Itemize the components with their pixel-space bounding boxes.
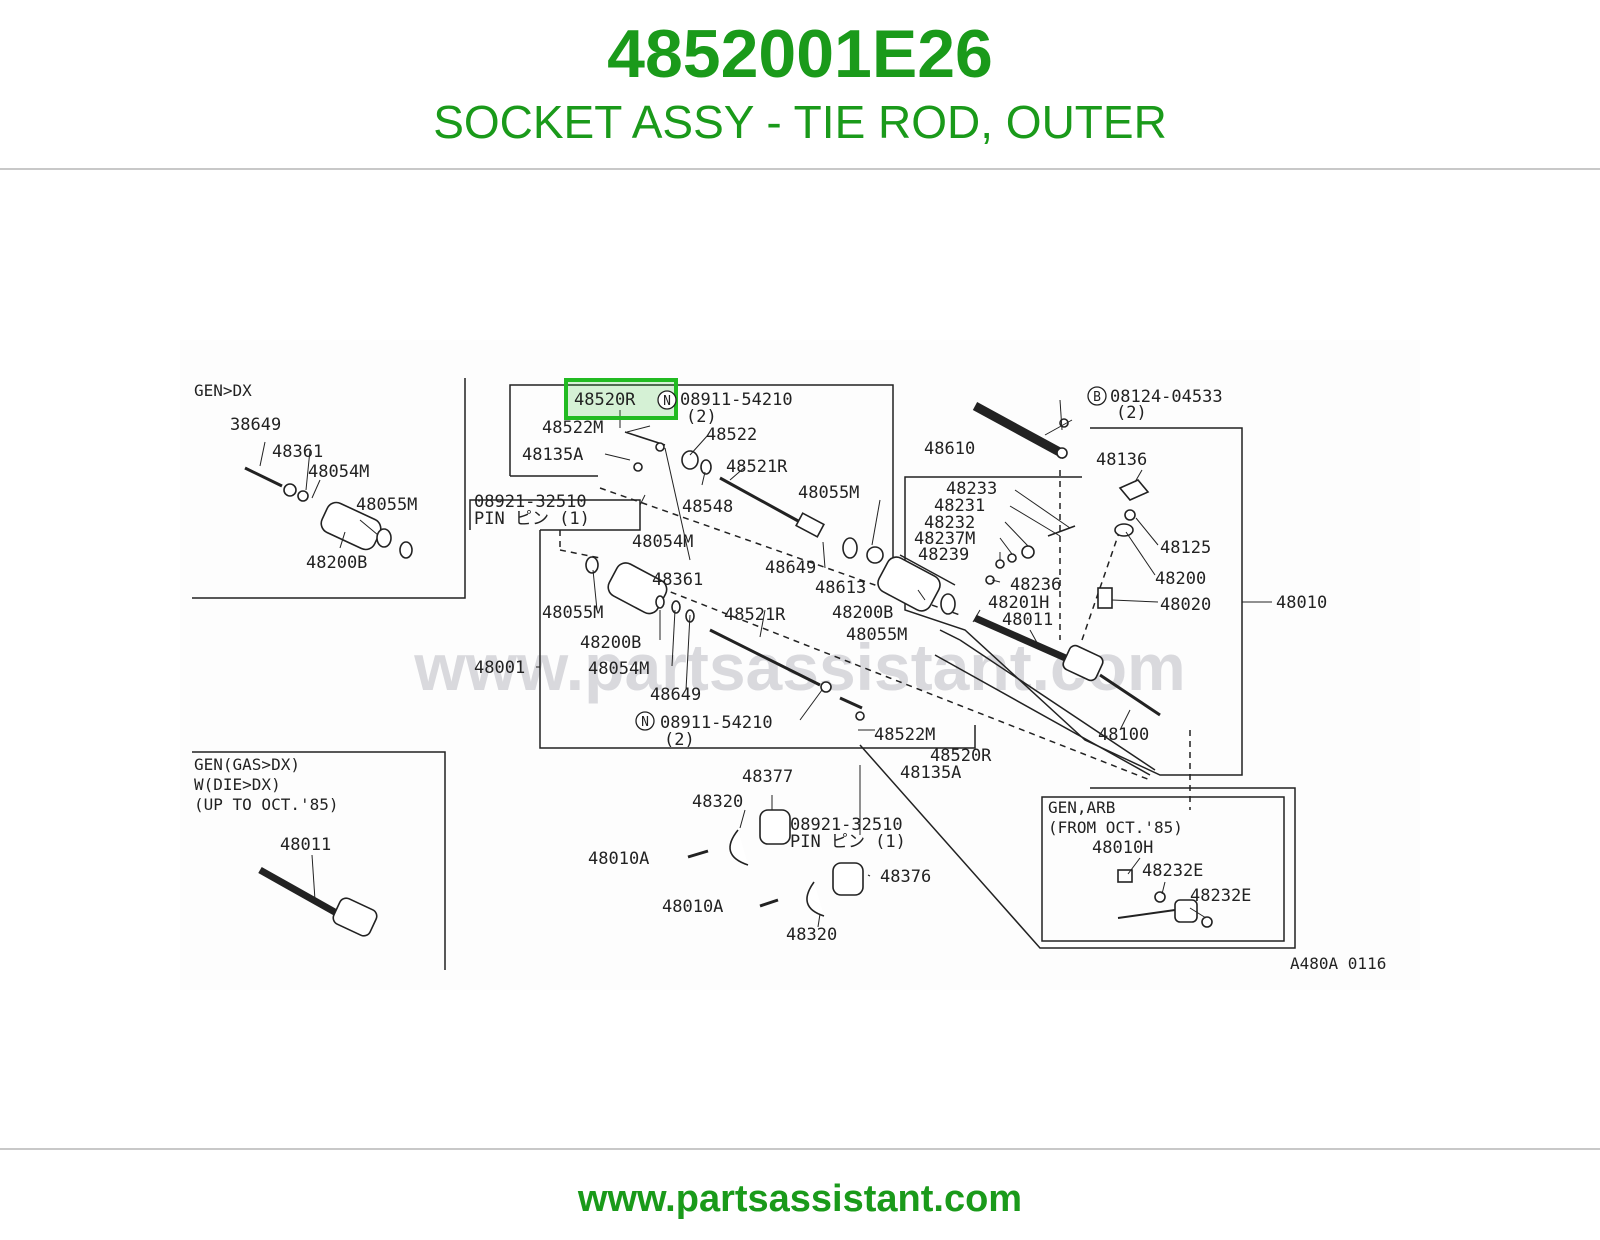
label-48020: 48020 bbox=[1160, 595, 1211, 615]
label-48522: 48522 bbox=[706, 425, 757, 445]
watermark: www.partsassistant.com bbox=[413, 630, 1185, 704]
label-48521R-top: 48521R bbox=[726, 457, 788, 477]
label-48520R-top: 48520R bbox=[574, 390, 636, 410]
label-48361-inset: 48361 bbox=[272, 442, 323, 462]
label-48100: 48100 bbox=[1098, 725, 1149, 745]
label-pin-bottom-desc: PIN ピン (1) bbox=[790, 832, 906, 852]
inset-gas-title-2: W(DIE>DX) bbox=[194, 775, 281, 794]
label-48649-left: 48649 bbox=[650, 685, 701, 705]
inset-gen-dx-frame bbox=[192, 378, 466, 599]
label-48236: 48236 bbox=[1010, 575, 1061, 595]
label-48233: 48233 bbox=[946, 479, 997, 499]
label-48200B-inset: 48200B bbox=[306, 553, 367, 573]
label-08124: 08124-04533 bbox=[1110, 387, 1223, 407]
label-48377: 48377 bbox=[742, 767, 793, 787]
label-48010H: 48010H bbox=[1092, 838, 1153, 858]
label-48011-inset: 48011 bbox=[280, 835, 331, 855]
label-48613: 48613 bbox=[815, 578, 866, 598]
label-48054M-inset: 48054M bbox=[308, 462, 369, 482]
label-48010A-top: 48010A bbox=[588, 849, 649, 869]
page-header: 4852001E26 SOCKET ASSY - TIE ROD, OUTER bbox=[0, 0, 1600, 170]
label-48136: 48136 bbox=[1096, 450, 1147, 470]
label-48522M-bottom: 48522M bbox=[874, 725, 935, 745]
label-48055M-left: 48055M bbox=[542, 603, 603, 623]
label-48239: 48239 bbox=[918, 545, 969, 565]
label-48010: 48010 bbox=[1276, 593, 1327, 613]
label-48010A-bottom: 48010A bbox=[662, 897, 723, 917]
label-48320-top: 48320 bbox=[692, 792, 743, 812]
box-arb-inner bbox=[1041, 796, 1285, 942]
label-48610: 48610 bbox=[924, 439, 975, 459]
circle-n-top: N bbox=[663, 394, 671, 409]
label-48200B-right: 48200B bbox=[832, 603, 893, 623]
footer-divider bbox=[0, 1148, 1600, 1150]
label-48011-main: 48011 bbox=[1002, 610, 1053, 630]
inset-arb-title-2: (FROM OCT.'85) bbox=[1048, 818, 1183, 837]
label-48232: 48232 bbox=[924, 513, 975, 533]
diagram-panel bbox=[180, 340, 1420, 990]
label-38649: 38649 bbox=[230, 415, 281, 435]
label-48054M-mid: 48054M bbox=[632, 532, 693, 552]
box-48010 bbox=[904, 427, 1243, 776]
box-48520R-top bbox=[509, 384, 894, 564]
label-pin-top: 08921-32510 bbox=[474, 492, 587, 512]
label-48055M-inset: 48055M bbox=[356, 495, 417, 515]
label-48200: 48200 bbox=[1155, 569, 1206, 589]
label-48232E-1: 48232E bbox=[1142, 861, 1203, 881]
inset-gen-dx-title: GEN>DX bbox=[194, 381, 252, 400]
box-48001 bbox=[469, 499, 641, 531]
parts-diagram: www.partsassistant.com bbox=[180, 340, 1420, 990]
label-48055M-right: 48055M bbox=[798, 483, 859, 503]
inset-gas-frame bbox=[192, 751, 446, 970]
label-48548: 48548 bbox=[682, 497, 733, 517]
label-48520R-bottom: 48520R bbox=[930, 746, 992, 766]
box-arb-outer bbox=[859, 744, 1296, 949]
label-48376: 48376 bbox=[880, 867, 931, 887]
label-pin-bottom: 08921-32510 bbox=[790, 815, 903, 835]
circle-b: B bbox=[1093, 390, 1101, 405]
label-08911-bottom-qty: (2) bbox=[664, 730, 695, 750]
footer-website-link[interactable]: www.partsassistant.com bbox=[577, 1178, 1023, 1220]
circle-n-bottom: N bbox=[641, 715, 649, 730]
label-48001: 48001 bbox=[474, 658, 525, 678]
part-description: SOCKET ASSY - TIE ROD, OUTER bbox=[433, 96, 1167, 148]
inset-arb-title-1: GEN,ARB bbox=[1048, 798, 1115, 817]
header-divider bbox=[0, 168, 1600, 170]
label-08911-top-qty: (2) bbox=[686, 407, 717, 427]
label-48135A-top: 48135A bbox=[522, 445, 583, 465]
inset-gas-title-1: GEN(GAS>DX) bbox=[194, 755, 300, 774]
label-08124-qty: (2) bbox=[1116, 403, 1147, 423]
label-48200B-left: 48200B bbox=[580, 633, 641, 653]
part-number-title: 4852001E26 bbox=[607, 16, 993, 92]
label-48231: 48231 bbox=[934, 496, 985, 516]
label-48054M-left: 48054M bbox=[588, 659, 649, 679]
figure-code: A480A 0116 bbox=[1290, 954, 1386, 973]
label-08911-bottom: 08911-54210 bbox=[660, 713, 773, 733]
label-48522M-top: 48522M bbox=[542, 418, 603, 438]
label-48135A-bottom: 48135A bbox=[900, 763, 961, 783]
label-48237M: 48237M bbox=[914, 529, 975, 549]
label-48320-bottom: 48320 bbox=[786, 925, 837, 945]
label-48361-mid: 48361 bbox=[652, 570, 703, 590]
label-48055M-right2: 48055M bbox=[846, 625, 907, 645]
label-48201H: 48201H bbox=[988, 593, 1049, 613]
label-08911-top: 08911-54210 bbox=[680, 390, 793, 410]
label-pin-top-desc: PIN ピン (1) bbox=[474, 509, 590, 529]
label-48521R-bottom: 48521R bbox=[724, 605, 786, 625]
label-48125: 48125 bbox=[1160, 538, 1211, 558]
label-48232E-2: 48232E bbox=[1190, 886, 1251, 906]
label-48649-right: 48649 bbox=[765, 558, 816, 578]
inset-gas-title-3: (UP TO OCT.'85) bbox=[194, 795, 339, 814]
